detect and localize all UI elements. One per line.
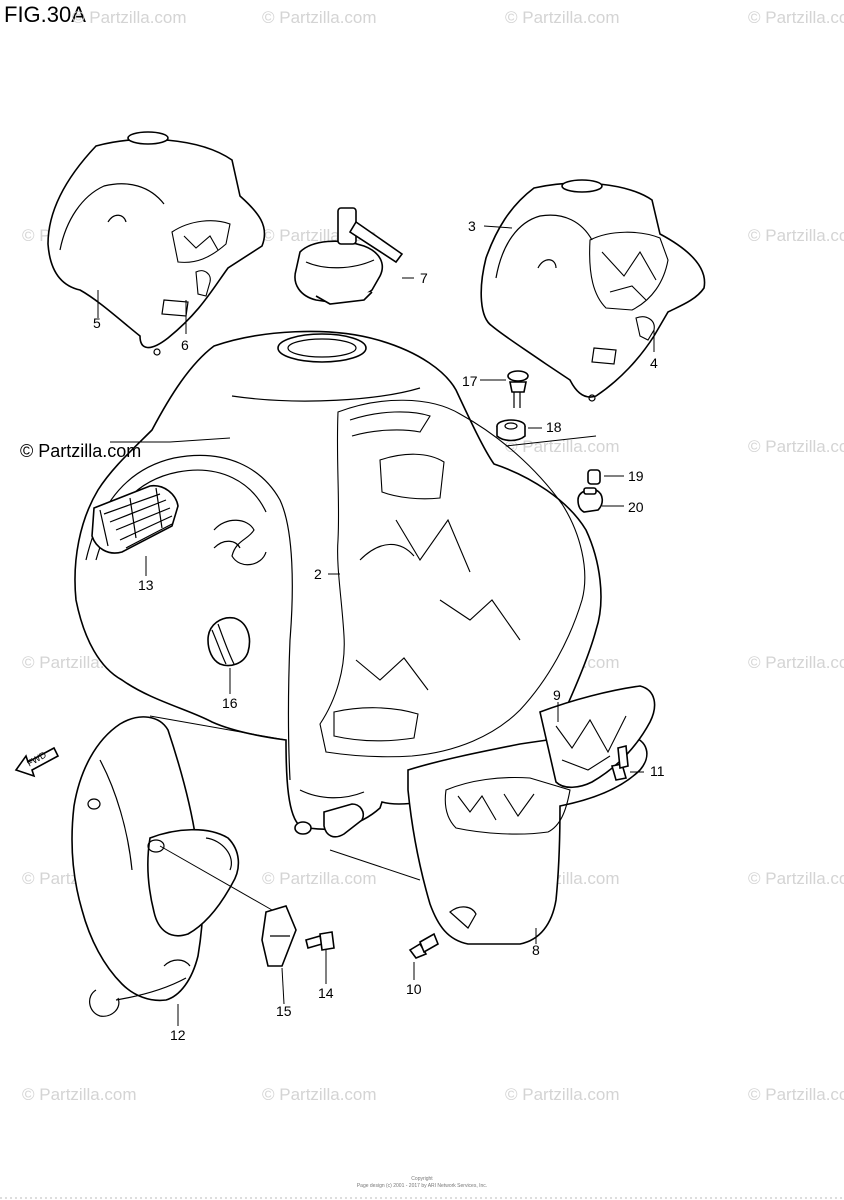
bolt-part-10[interactable]: [408, 932, 440, 959]
footer-credit: Page design (c) 2001 - 2017 by ARI Netwo…: [357, 1183, 487, 1189]
watermark: © Partzilla.com: [262, 869, 377, 888]
callout-7[interactable]: 7: [420, 270, 428, 286]
watermark: © Partzilla.com: [748, 653, 844, 672]
callout-3[interactable]: 3: [468, 218, 476, 234]
watermark: © Partzilla.com: [748, 437, 844, 456]
footer: Copyright Page design (c) 2001 - 2017 by…: [0, 1176, 844, 1199]
figure-title: FIG.30A: [4, 2, 86, 27]
screw-part-17[interactable]: [507, 370, 529, 408]
callout-16[interactable]: 16: [222, 695, 238, 711]
watermark: © Partzilla.com: [748, 226, 844, 245]
callout-12[interactable]: 12: [170, 1027, 186, 1043]
leader-lines: [97, 225, 655, 1026]
side-cover-upper-part-9[interactable]: [539, 685, 656, 789]
footer-copyright: Copyright: [411, 1176, 433, 1182]
watermark-strong: © Partzilla.com: [20, 441, 141, 461]
bolt-part-11[interactable]: [610, 744, 629, 781]
forward-arrow-icon: FWD: [14, 746, 60, 778]
fuel-cap-part-7[interactable]: [294, 207, 404, 305]
watermark: © Partzilla.com: [20, 441, 141, 461]
callout-5[interactable]: 5: [93, 315, 101, 331]
tank-cover-left-part-5[interactable]: [47, 131, 266, 356]
callout-10[interactable]: 10: [406, 981, 422, 997]
fuel-tank-part-2[interactable]: [74, 330, 602, 830]
watermark: © Partzilla.com: [262, 1085, 377, 1104]
callout-2[interactable]: 2: [314, 566, 322, 582]
watermark: © Partzilla.com: [748, 8, 844, 27]
callout-17[interactable]: 17: [462, 373, 478, 389]
grommet-part-18[interactable]: [496, 419, 526, 442]
callout-15[interactable]: 15: [276, 1003, 292, 1019]
side-cover-right-part-8[interactable]: [407, 733, 648, 945]
callout-4[interactable]: 4: [650, 355, 658, 371]
callout-13[interactable]: 13: [138, 577, 154, 593]
emblem-right-part-4[interactable]: [635, 316, 655, 341]
callout-labels: 2 3 4 5 6 7 8 9 10 11 12 13 14 15 16 17 …: [93, 218, 665, 1043]
watermark: © Partzilla.com: [72, 8, 187, 27]
emblem-left-part-6[interactable]: [195, 270, 211, 297]
watermark: © Partzilla.com: [505, 1085, 620, 1104]
watermark: © Partzilla.com: [748, 1085, 844, 1104]
callout-11[interactable]: 11: [650, 763, 665, 779]
knob-part-16[interactable]: [207, 616, 251, 667]
watermark: © Partzilla.com: [505, 8, 620, 27]
callout-8[interactable]: 8: [532, 942, 540, 958]
watermark: © Partzilla.com: [505, 437, 620, 456]
callout-20[interactable]: 20: [628, 499, 644, 515]
callout-6[interactable]: 6: [181, 337, 189, 353]
callout-14[interactable]: 14: [318, 985, 334, 1001]
tank-bracket: [294, 803, 365, 838]
watermark: © Partzilla.com: [22, 1085, 137, 1104]
bolt-part-14[interactable]: [305, 931, 335, 951]
clamp-part-15[interactable]: [261, 905, 297, 967]
watermark: © Partzilla.com: [262, 8, 377, 27]
collar-part-19[interactable]: [587, 469, 601, 485]
callout-9[interactable]: 9: [553, 687, 561, 703]
side-cover-left-part-12[interactable]: [71, 716, 240, 1017]
cushion-part-20[interactable]: [577, 487, 604, 513]
tank-cover-right-part-3[interactable]: [480, 179, 706, 402]
watermark: © Partzilla.com: [748, 869, 844, 888]
callout-18[interactable]: 18: [546, 419, 562, 435]
cushion-part-13[interactable]: [91, 484, 179, 554]
callout-19[interactable]: 19: [628, 468, 644, 484]
